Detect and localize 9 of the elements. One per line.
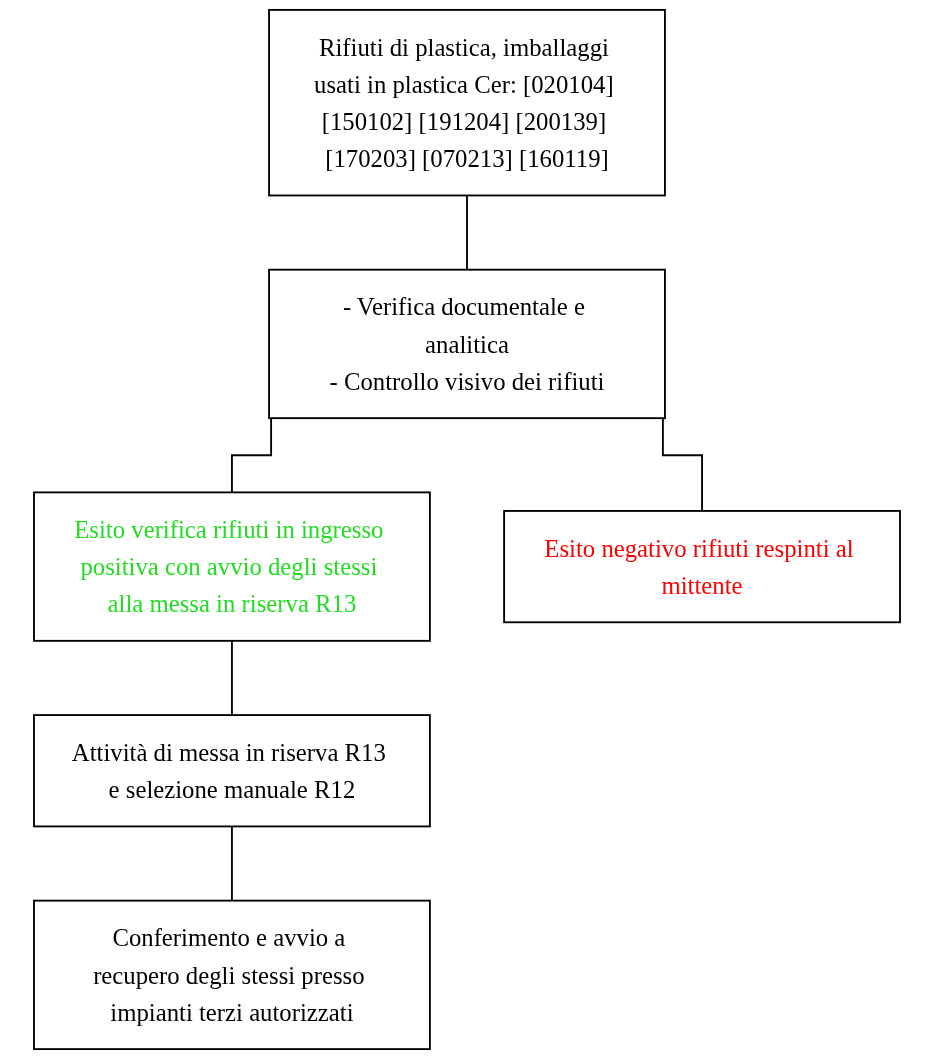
- node-box: - Verifica documentale e analitica - Controllo visivo dei rifiuti: [268, 268, 666, 420]
- node-box: Esito negativo rifiuti respinti al mittente: [503, 510, 901, 624]
- connector: [231, 825, 233, 902]
- connector: [466, 194, 468, 271]
- connector: [231, 639, 233, 716]
- node-box: Conferimento e avvio a recupero degli stessi presso impianti terzi autorizzati: [33, 899, 431, 1051]
- node-box: Esito verifica rifiuti in ingresso positiva con avvio degli stessi alla messa in riserva R13: [33, 491, 431, 642]
- node-box: Rifiuti di plastica, imballaggi usati in plastica Cer: [020104] [150102] [191204] [200139] [170203] [070213] [160119]: [268, 8, 666, 197]
- node-box: Attività di messa in riserva R13 e selezione manuale R12: [33, 714, 431, 828]
